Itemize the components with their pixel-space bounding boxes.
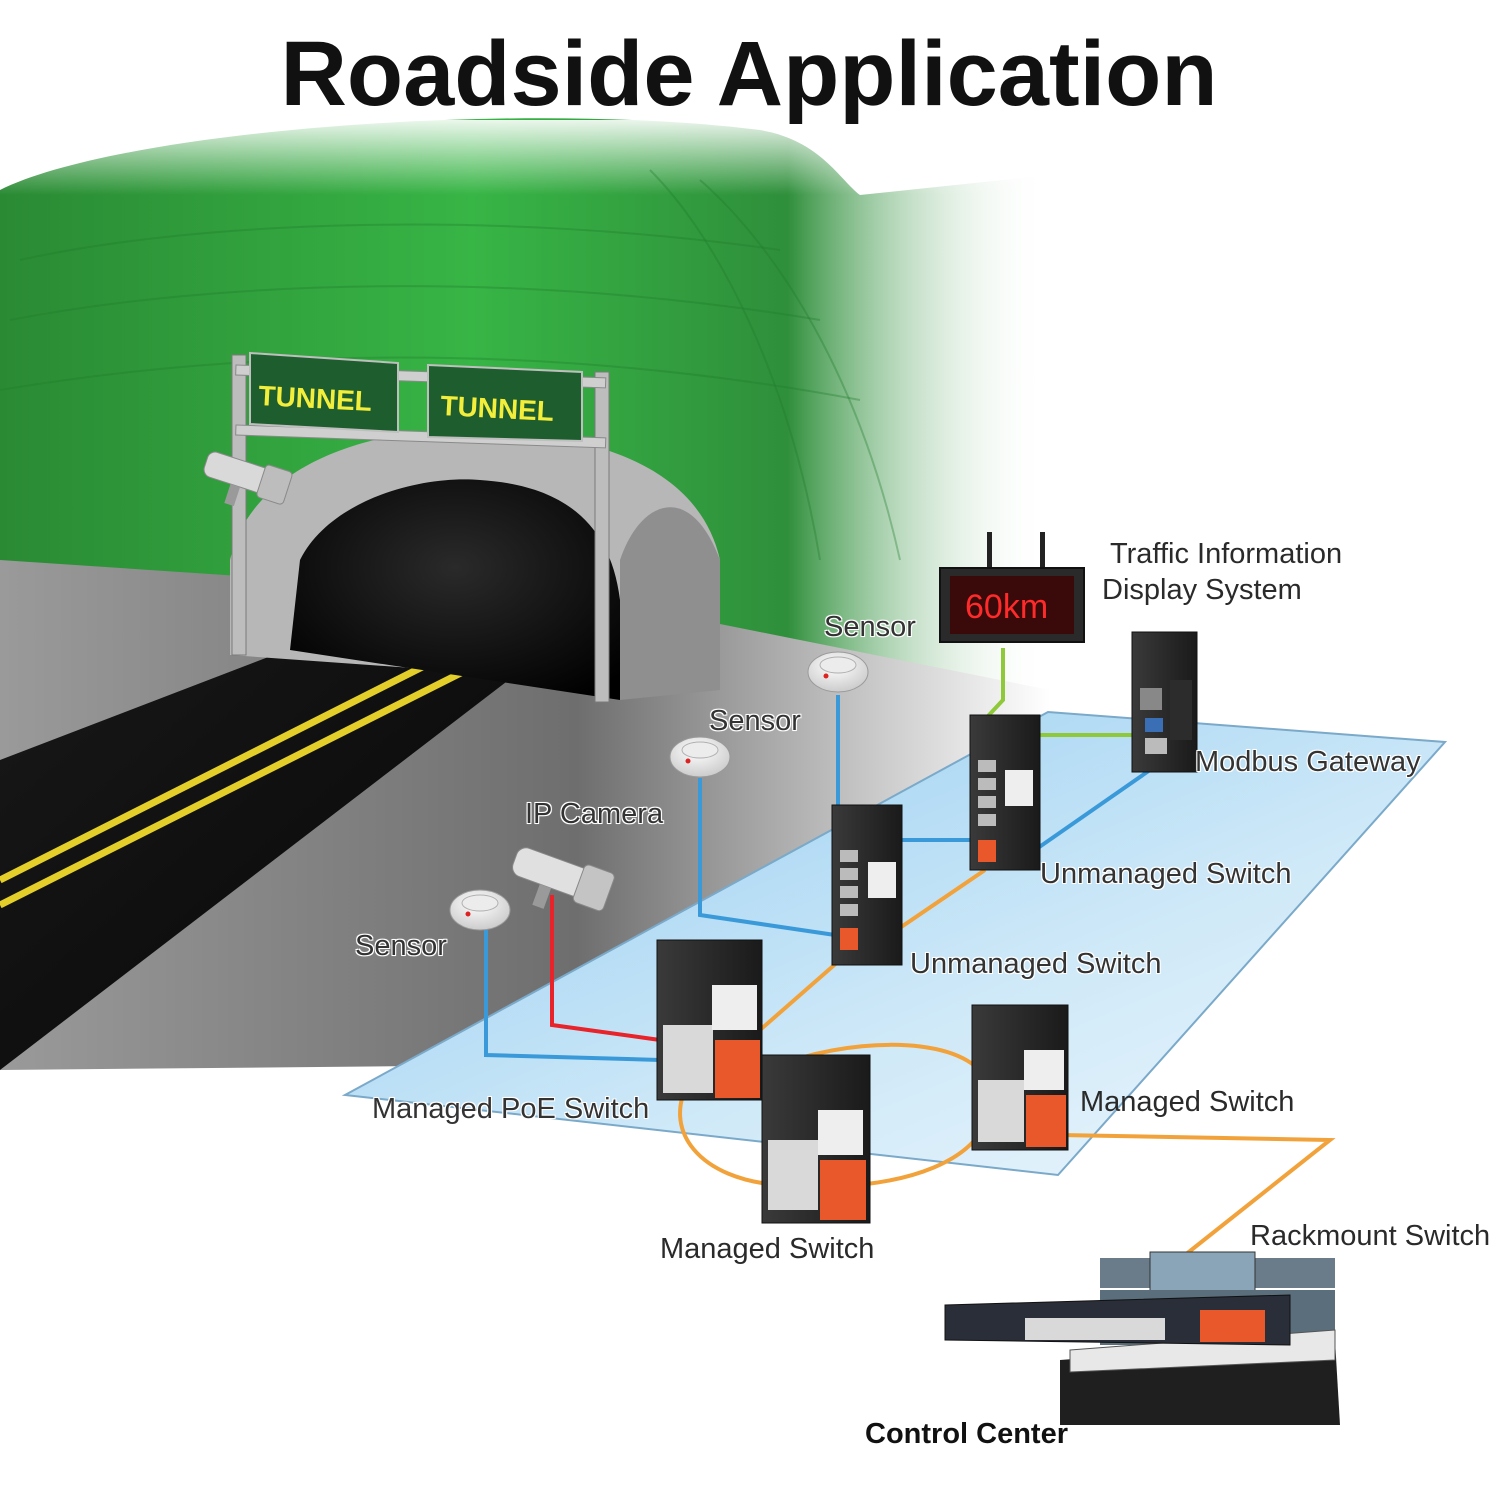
smoke-sensor-icon: [669, 736, 731, 778]
network-links: [484, 648, 1336, 1257]
label-rackmount-switch: Rackmount Switch: [1250, 1220, 1491, 1252]
label-unmanaged-switch-left: Unmanaged Switch: [910, 948, 1162, 980]
tunnel-sign-right: TUNNEL: [440, 390, 555, 427]
label-sensor-middle: Sensor: [709, 705, 801, 737]
speed-readout: 60km: [965, 588, 1048, 626]
label-sensor-left: Sensor: [355, 930, 447, 962]
label-unmanaged-switch-right: Unmanaged Switch: [1040, 858, 1292, 890]
tunnel-sign-left: TUNNEL: [258, 380, 373, 417]
modbus-gateway-icon: [1131, 631, 1198, 773]
hill-ridges: [0, 169, 901, 561]
managed-switch-icon: [761, 1054, 871, 1224]
managed-switch-icon: [971, 1004, 1069, 1151]
unmanaged-switch-icon: [969, 714, 1041, 871]
label-ip-camera: IP Camera: [525, 798, 664, 830]
traffic-display-icon: 60km: [939, 532, 1085, 643]
label-modbus-gateway: Modbus Gateway: [1195, 746, 1421, 778]
label-traffic-info-line2: Display System: [1102, 574, 1302, 606]
managed-poe-switch-icon: [656, 939, 763, 1101]
label-managed-switch-bottom: Managed Switch: [660, 1233, 875, 1265]
tunnel-portal: [230, 430, 720, 700]
rackmount-switch-icon: [944, 1294, 1291, 1346]
label-control-center: Control Center: [865, 1418, 1068, 1450]
sign-gantry: TUNNEL TUNNEL: [231, 351, 610, 703]
hill-fade: [0, 120, 1050, 420]
unmanaged-switch-icon: [831, 804, 903, 966]
label-managed-switch-right: Managed Switch: [1080, 1086, 1295, 1118]
smoke-sensor-icon: [807, 651, 869, 693]
gantry-camera-icon: [203, 451, 293, 507]
smoke-sensor-icon: [449, 889, 511, 931]
label-sensor-top: Sensor: [824, 611, 916, 643]
page-title: Roadside Application: [280, 23, 1218, 125]
label-managed-poe-switch: Managed PoE Switch: [372, 1093, 650, 1125]
ip-camera-icon: [512, 847, 615, 912]
label-traffic-info-line1: Traffic Information: [1110, 538, 1343, 570]
